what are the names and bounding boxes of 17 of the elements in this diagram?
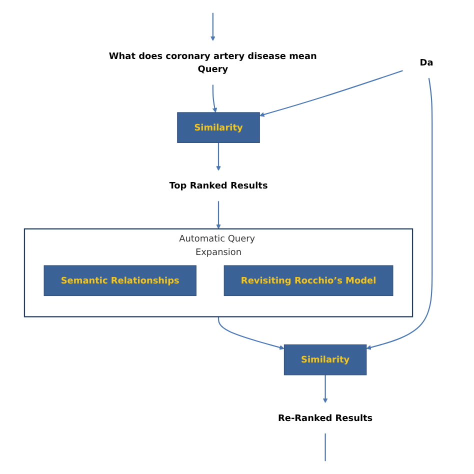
arrow <box>216 142 221 171</box>
arrow <box>218 316 284 350</box>
node-text: Re-Ranked Results <box>278 412 372 424</box>
node-box: Semantic Relationships <box>44 265 196 296</box>
arrow <box>322 374 328 404</box>
arrow <box>259 70 403 117</box>
arrow <box>216 200 221 230</box>
arrow <box>212 84 217 113</box>
node-box: Similarity <box>284 344 366 376</box>
connector <box>324 433 326 462</box>
arrow <box>210 12 216 42</box>
node-box: Revisiting Rocchio’s Model <box>224 265 393 296</box>
node-text: Da <box>420 57 433 68</box>
arrow <box>366 78 432 350</box>
node-text: Top Ranked Results <box>168 180 268 191</box>
node-box: Similarity <box>176 112 260 143</box>
node-text: What does coronary artery disease mean Query <box>108 50 317 74</box>
